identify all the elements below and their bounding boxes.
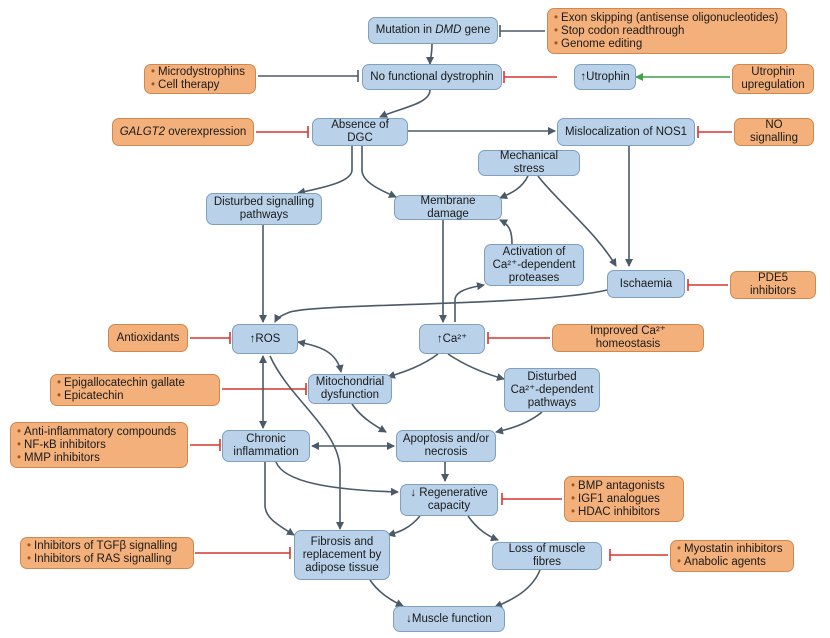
inhibit-galgt2 <box>256 126 309 138</box>
bullet-icon: • <box>17 451 22 464</box>
inhibit-myostatin <box>609 549 668 561</box>
arrow-calcium-disturbed <box>447 353 505 381</box>
arrow-mechanical-ischaemia <box>537 175 617 267</box>
inhibit-exon-skipping <box>499 25 545 37</box>
inhibit-antioxidants <box>190 332 231 344</box>
inhibit-microdystrophins <box>258 70 359 82</box>
node-absence-dgc: Absence of DGC <box>312 118 408 146</box>
inhibit-utrophin <box>503 71 557 83</box>
arrow-mutation-nodystrophin <box>426 43 435 65</box>
intervention-egcg: •Epigallocatechin gallate •Epicatechin <box>50 374 220 406</box>
bullet-icon: • <box>17 425 22 438</box>
bullet-icon: • <box>27 540 32 552</box>
arrow-ischaemia-ros <box>274 289 608 323</box>
intervention-exon-skipping: •Exon skipping (antisense oligonucleotid… <box>547 8 787 54</box>
node-mislocalization-nos1: Mislocalization of NOS1 <box>557 118 695 146</box>
arrow-regen-loss <box>467 515 499 542</box>
intervention-improved-ca: Improved Ca²⁺ homeostasis <box>552 324 704 352</box>
node-ros: ↑ROS <box>232 324 298 354</box>
bullet-icon: • <box>677 556 682 568</box>
intervention-tgfb: •Inhibitors of TGFβ signalling •Inhibito… <box>20 537 194 569</box>
bullet-icon: • <box>554 11 559 24</box>
bullet-icon: • <box>17 438 22 451</box>
arrow-ros-fibrosis <box>269 355 344 530</box>
bullet-icon: • <box>554 24 559 37</box>
arrow-inflammation-regen <box>275 461 399 496</box>
intervention-galgt2: GALGT2 overexpression <box>112 118 254 146</box>
arrow-dgc-membrane <box>361 146 397 198</box>
intervention-bmp: •BMP antagonists •IGF1 analogues •HDAC i… <box>564 476 684 522</box>
bullet-icon: • <box>57 390 62 402</box>
arrow-regen-fibrosis <box>387 515 421 538</box>
arrow-proteases-membrane <box>499 219 513 245</box>
inhibit-anti-inflammatory <box>190 439 221 451</box>
bullet-icon: • <box>571 479 576 492</box>
node-no-dystrophin: No functional dystrophin <box>362 64 502 90</box>
bullet-icon: • <box>571 505 576 518</box>
intervention-pde5: PDE5 inhibitors <box>730 271 816 299</box>
arrow-calcium-proteases <box>454 282 485 322</box>
intervention-no-signalling: NO signalling <box>734 118 814 146</box>
intervention-myostatin: •Myostatin inhibitors •Anabolic agents <box>670 540 794 572</box>
node-loss-fibres: Loss of muscle fibres <box>492 542 602 570</box>
arrow-mechanical-membrane <box>499 175 529 199</box>
inhibit-improved-ca <box>487 332 550 344</box>
arrow-ros-mito <box>297 339 344 373</box>
inhibit-tgfb <box>195 547 291 559</box>
node-mutation-dmd: Mutation in DMD gene <box>368 17 498 44</box>
bullet-icon: • <box>677 543 682 555</box>
bullet-icon: • <box>57 377 62 389</box>
intervention-antioxidants: Antioxidants <box>108 324 188 352</box>
bullet-icon: • <box>151 66 156 78</box>
node-mechanical-stress: Mechanical stress <box>478 150 580 176</box>
inhibit-bmp <box>501 493 562 505</box>
arrow-loss-muscle <box>494 569 541 609</box>
bullet-icon: • <box>554 37 559 50</box>
node-utrophin: ↑Utrophin <box>574 64 636 90</box>
arrow-fibrosis-muscle <box>369 579 404 607</box>
arrow-calcium-mito <box>387 353 439 379</box>
arrow-inflammation-fibrosis <box>264 462 295 536</box>
bullet-icon: • <box>27 553 32 565</box>
inhibit-pde5 <box>687 279 728 291</box>
node-muscle-function: ↓Muscle function <box>393 606 505 632</box>
arrow-nodystrophin-dgc <box>379 89 431 118</box>
arrow-dgc-signalling <box>297 146 353 196</box>
node-calcium: ↑Ca²⁺ <box>419 324 485 354</box>
arrow-mito-apoptosis <box>351 403 387 433</box>
arrow-disturbed-apoptosis <box>495 411 543 435</box>
intervention-anti-inflammatory: •Anti-inflammatory compounds •NF-κB inhi… <box>10 422 188 468</box>
bullet-icon: • <box>571 492 576 505</box>
inhibit-no-signalling <box>697 126 732 138</box>
intervention-microdystrophins: •Microdystrophins •Cell therapy <box>144 64 256 94</box>
bullet-icon: • <box>151 79 156 91</box>
node-membrane-damage: Membrane damage <box>394 195 502 220</box>
node-ischaemia: Ischaemia <box>607 270 685 298</box>
inhibit-egcg <box>222 383 307 395</box>
